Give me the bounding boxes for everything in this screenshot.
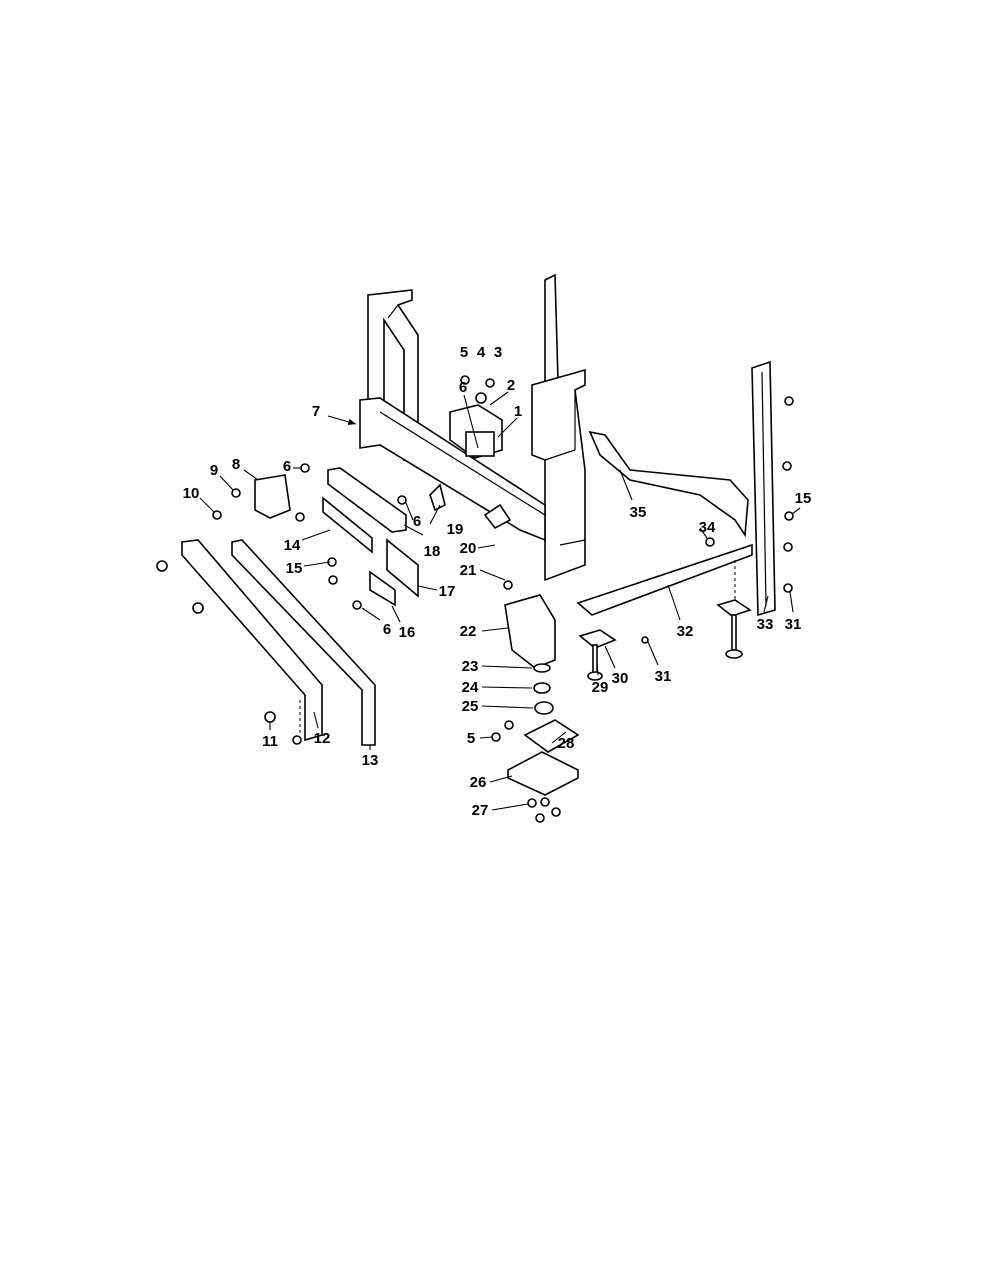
hinge-bracket: [369, 570, 396, 607]
callout-7: 7: [312, 403, 320, 420]
bushing-25: [534, 701, 554, 715]
leader-lines: [199, 391, 801, 811]
callout-8: 8: [232, 456, 240, 473]
callout-11: 11: [262, 733, 278, 750]
callout-24: 24: [462, 679, 479, 696]
callout-15: 15: [795, 490, 812, 507]
relay-part: [465, 431, 495, 457]
callout-21: 21: [460, 562, 477, 579]
callout-30: 30: [612, 670, 629, 687]
callout-18: 18: [424, 543, 441, 560]
callout-9: 9: [210, 462, 218, 479]
switch-assembly: [254, 474, 291, 519]
callout-2: 2: [507, 377, 515, 394]
callout-12: 12: [314, 730, 331, 747]
plate-28: [523, 719, 580, 753]
callout-31: 31: [655, 668, 672, 685]
callout-27: 27: [472, 802, 489, 819]
switch-panel: [322, 496, 373, 554]
hinge-assembly: [504, 594, 556, 669]
bottom-side-rail: [576, 543, 753, 616]
washer-23: [533, 663, 551, 673]
callout-22: 22: [460, 623, 477, 640]
callout-25: 25: [462, 698, 479, 715]
callout-35: 35: [630, 504, 647, 521]
callout-17: 17: [439, 583, 456, 600]
callout-6: 6: [383, 621, 391, 638]
leg-bracket-30: [578, 629, 617, 649]
callout-labels: 1 2 3 4 5 6 7 8 9 10 6 14 15 6 19 18 20 …: [183, 344, 812, 819]
callout-16: 16: [399, 624, 416, 641]
callout-26: 26: [470, 774, 487, 791]
callout-31: 31: [785, 616, 802, 633]
front-cross-rail: [359, 397, 546, 542]
callout-13: 13: [362, 752, 379, 769]
ring-24: [533, 682, 551, 694]
callout-4: 4: [477, 344, 486, 361]
plate-26: [507, 751, 579, 796]
callout-15: 15: [286, 560, 303, 577]
leg-screw-29: [592, 644, 598, 674]
callout-10: 10: [183, 485, 200, 502]
callout-6: 6: [413, 513, 421, 530]
callout-32: 32: [677, 623, 694, 640]
callout-34: 34: [699, 519, 716, 536]
rear-tie-bar: [588, 430, 749, 538]
callout-6: 6: [459, 379, 467, 396]
callout-29: 29: [592, 679, 609, 696]
callout-19: 19: [447, 521, 464, 538]
callout-5: 5: [467, 730, 475, 747]
callout-3: 3: [494, 344, 502, 361]
callout-1: 1: [514, 403, 522, 420]
leveling-foot: [731, 614, 737, 651]
screws: [156, 375, 794, 823]
control-bar: [327, 467, 407, 533]
callout-28: 28: [558, 735, 575, 752]
left-channel-13: [231, 539, 376, 746]
callout-33: 33: [757, 616, 774, 633]
callout-14: 14: [284, 537, 301, 554]
callout-5: 5: [460, 344, 468, 361]
callout-6: 6: [283, 458, 291, 475]
callout-20: 20: [460, 540, 477, 557]
callout-23: 23: [462, 658, 479, 675]
plate: [386, 538, 419, 598]
left-channel-12: [181, 539, 323, 742]
